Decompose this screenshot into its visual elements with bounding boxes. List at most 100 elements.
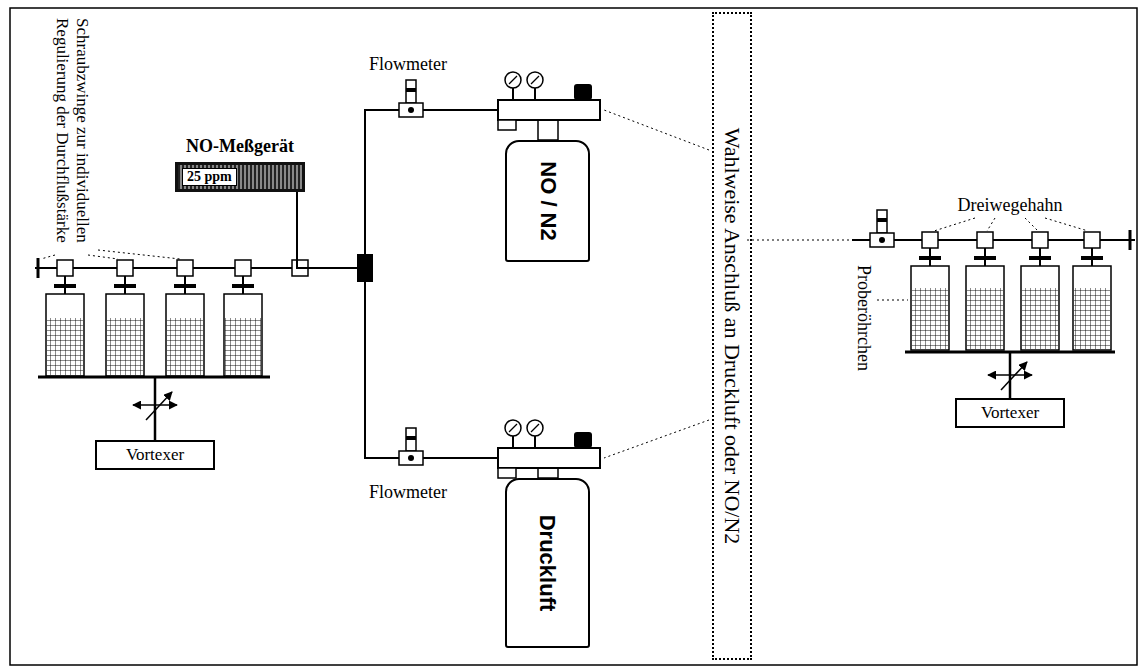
- flowmeter-float: [406, 88, 416, 92]
- cylinder-label: NO / N2: [535, 161, 561, 240]
- flowmeter-tube: [406, 80, 416, 103]
- device-title: NO-Meßgerät: [186, 136, 294, 157]
- device-display: 25 ppm: [175, 162, 305, 192]
- shake-arrow: [988, 374, 1032, 376]
- flowmeter-body: [870, 233, 894, 247]
- sample-tube: [224, 294, 262, 376]
- gauge-stem: [534, 436, 536, 448]
- sample-tube: [911, 266, 949, 350]
- clamp-note: Schraubzwinge zur individuellen Regulier…: [52, 18, 91, 250]
- leader-line: [1045, 218, 1088, 231]
- display-reading: 25 ppm: [182, 168, 237, 186]
- gauge-needle: [509, 76, 517, 84]
- tube-liquid: [1022, 288, 1058, 349]
- sample-tube: [46, 294, 84, 376]
- flowmeter-dot: [408, 107, 414, 113]
- tube-clamp: [919, 256, 941, 260]
- regulator-outlet: [498, 120, 516, 130]
- shake-arrow: [146, 392, 172, 420]
- tube-liquid: [167, 318, 203, 375]
- tube-clamp: [114, 284, 136, 288]
- regulator-knob: [574, 84, 592, 100]
- vortexer-box: Vortexer: [955, 398, 1065, 428]
- flowmeter-body: [399, 103, 423, 117]
- sample-tube: [1021, 266, 1059, 350]
- tube-clamp: [974, 256, 996, 260]
- pipe-junction: [357, 254, 373, 282]
- shake-arrow: [1001, 362, 1027, 390]
- flowmeter-dot: [408, 455, 414, 461]
- tube-liquid: [107, 318, 143, 375]
- tube-clamp: [54, 284, 76, 288]
- leader-line: [934, 218, 975, 231]
- flowmeter-label: Flowmeter: [369, 54, 447, 75]
- cylinder-label: Druckluft: [535, 515, 561, 612]
- device-label: Vortexer: [981, 403, 1039, 423]
- leader-line: [1025, 218, 1038, 231]
- pressure-gauge: [505, 420, 521, 436]
- leader-line: [747, 240, 850, 241]
- tube-clamp: [1081, 256, 1103, 260]
- cylinder-neck: [538, 120, 558, 140]
- three-way-valve: [1084, 232, 1100, 248]
- leader-line: [98, 250, 180, 259]
- regulator-knob: [574, 432, 592, 448]
- pressure-gauge: [527, 72, 543, 88]
- tube-liquid: [47, 318, 83, 375]
- flowmeter-tube: [406, 428, 416, 451]
- tube-liquid: [912, 288, 948, 349]
- three-way-valve: [922, 232, 938, 248]
- regulator-outlet: [498, 468, 516, 478]
- three-way-valve: [177, 260, 193, 276]
- manifold-cap: [1129, 230, 1132, 250]
- three-way-valve: [1032, 232, 1048, 248]
- three-way-valve: [977, 232, 993, 248]
- gauge-stem: [512, 88, 514, 100]
- three-way-valve: [117, 260, 133, 276]
- flowmeter-body: [399, 451, 423, 465]
- pressure-regulator: [498, 448, 600, 468]
- three-way-valve: [57, 260, 73, 276]
- tube-clamp: [1029, 256, 1051, 260]
- leader-line: [987, 218, 995, 231]
- leader-line: [88, 255, 118, 259]
- tube-clamp: [174, 284, 196, 288]
- leader-line: [877, 300, 908, 301]
- valve-label: Dreiwegehahn: [958, 195, 1063, 216]
- gauge-stem: [512, 436, 514, 448]
- sample-tube: [166, 294, 204, 376]
- pressure-gauge: [505, 72, 521, 88]
- tube-clamp: [232, 284, 254, 288]
- connection-note-band: Wahlweise Anschluß an Druckluft oder NO/…: [712, 12, 752, 660]
- flowmeter-float: [406, 436, 416, 440]
- sample-tube: [106, 294, 144, 376]
- sample-tube: [966, 266, 1004, 350]
- gauge-needle: [509, 424, 517, 432]
- note-text: Wahlweise Anschluß an Druckluft oder NO/…: [719, 128, 745, 545]
- manifold-cap: [37, 258, 40, 278]
- tube-liquid: [225, 318, 261, 375]
- gauge-needle: [531, 76, 539, 84]
- frame: [10, 8, 1137, 665]
- vortexer-box: Vortexer: [95, 440, 215, 470]
- measuring-device: NO-Meßgerät 25 ppm: [175, 136, 305, 192]
- leader-line: [604, 420, 709, 458]
- gauge-stem: [534, 88, 536, 100]
- pressure-gauge: [527, 420, 543, 436]
- flowmeter-tube: [877, 210, 887, 233]
- gas-cylinder: Druckluft: [505, 478, 590, 648]
- tube-liquid: [1074, 288, 1110, 349]
- device-label: Vortexer: [126, 445, 184, 465]
- leader-line: [41, 255, 55, 259]
- cylinder-neck: [538, 468, 558, 478]
- pressure-regulator: [498, 100, 600, 120]
- flowmeter-label: Flowmeter: [369, 482, 447, 503]
- tube-label: Proberöhrchen: [854, 265, 875, 371]
- sample-tube: [1073, 266, 1111, 350]
- gauge-needle: [531, 424, 539, 432]
- flowmeter-dot: [879, 237, 885, 243]
- gas-cylinder: NO / N2: [505, 140, 590, 262]
- tube-liquid: [967, 288, 1003, 349]
